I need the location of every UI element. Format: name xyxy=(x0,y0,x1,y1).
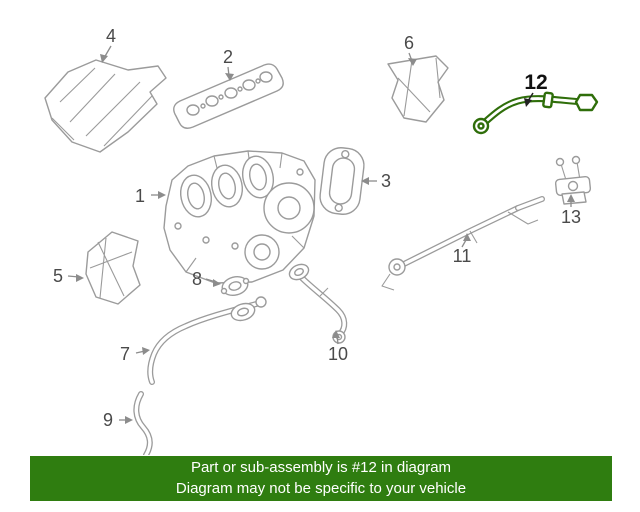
part-8-gasket xyxy=(220,275,250,297)
part-2-gasket xyxy=(173,63,284,129)
callout-6: 6 xyxy=(404,33,414,53)
callout-5: 5 xyxy=(53,266,63,286)
callout-2: 2 xyxy=(223,47,233,67)
highlight-banner: Part or sub-assembly is #12 in diagram D… xyxy=(30,456,612,501)
part-13-bracket xyxy=(554,155,592,205)
callout-labels: 1 2 3 4 5 6 7 8 9 10 11 12 13 xyxy=(53,26,581,430)
callout-9: 9 xyxy=(103,410,113,430)
callout-8: 8 xyxy=(192,269,202,289)
callout-11: 11 xyxy=(453,246,472,266)
part-10-pipe xyxy=(288,263,348,344)
part-9-hose xyxy=(133,391,153,458)
part-11-tube xyxy=(381,196,545,291)
part-6-bracket xyxy=(387,55,449,123)
part-12-highlighted-tube xyxy=(472,91,599,135)
callout-10: 10 xyxy=(328,344,348,364)
part-1-manifold-turbo xyxy=(163,150,316,284)
callout-7: 7 xyxy=(120,344,130,364)
callout-3: 3 xyxy=(381,171,391,191)
banner-line2: Diagram may not be specific to your vehi… xyxy=(175,480,467,497)
banner-line1: Part or sub-assembly is #12 in diagram xyxy=(190,459,452,476)
part-7-pipe xyxy=(147,296,267,385)
part-3-gasket xyxy=(319,147,365,215)
callout-12-highlighted: 12 xyxy=(524,71,547,94)
callout-13: 13 xyxy=(561,207,581,227)
part-5-heat-shield xyxy=(85,231,141,305)
leader-lines xyxy=(67,45,575,424)
part-4-heat-shield xyxy=(44,59,167,153)
parts-diagram-image: 1 2 3 4 5 6 7 8 9 10 11 12 13 xyxy=(44,26,599,458)
parts-diagram: 1 2 3 4 5 6 7 8 9 10 11 12 13 xyxy=(44,26,599,458)
callout-4: 4 xyxy=(106,26,116,46)
callout-1: 1 xyxy=(135,186,145,206)
